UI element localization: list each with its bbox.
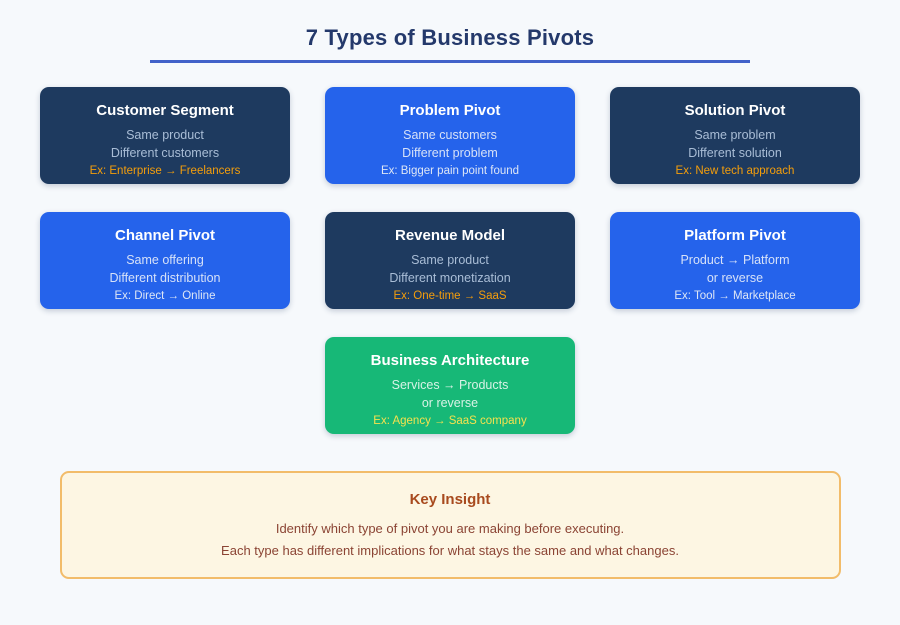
card-title: Revenue Model <box>394 227 506 244</box>
card-platform-pivot: Platform Pivot Product → Platform or rev… <box>610 212 860 309</box>
card-line: Product → Platform <box>680 253 790 267</box>
card-line: Different problem <box>402 146 498 160</box>
card-line: Different solution <box>688 146 782 160</box>
card-example: Ex: Agency → SaaS company <box>373 415 527 427</box>
card-line: or reverse <box>421 396 479 410</box>
card-example: Ex: One-time → SaaS <box>393 290 507 302</box>
card-line: Different monetization <box>389 271 511 285</box>
card-channel-pivot: Channel Pivot Same offering Different di… <box>40 212 290 309</box>
card-example: Ex: Tool → Marketplace <box>674 290 796 302</box>
card-title: Platform Pivot <box>684 227 786 244</box>
key-insight-box: Key Insight Identify which type of pivot… <box>59 471 841 579</box>
key-insight-title: Key Insight <box>409 491 491 508</box>
card-example: Ex: Bigger pain point found <box>380 165 520 177</box>
key-insight-line: Each type has different implications for… <box>221 542 679 558</box>
key-insight-line: Identify which type of pivot you are mak… <box>275 521 625 536</box>
card-line: Same product <box>411 253 489 267</box>
card-title: Customer Segment <box>96 102 234 119</box>
title-underline <box>150 60 750 63</box>
page: 7 Types of Business Pivots Customer Segm… <box>0 25 900 625</box>
card-line: Same offering <box>126 253 204 267</box>
card-title: Solution Pivot <box>684 102 786 119</box>
card-example: Ex: New tech approach <box>675 165 795 177</box>
card-solution-pivot: Solution Pivot Same problem Different so… <box>610 87 860 184</box>
card-line: Same customers <box>403 128 497 142</box>
card-problem-pivot: Problem Pivot Same customers Different p… <box>325 87 575 184</box>
card-example: Ex: Direct → Online <box>114 290 216 302</box>
card-customer-segment: Customer Segment Same product Different … <box>40 87 290 184</box>
page-title: 7 Types of Business Pivots <box>305 25 595 50</box>
pivot-grid: Customer Segment Same product Different … <box>40 87 860 434</box>
card-title: Channel Pivot <box>114 227 215 244</box>
card-line: Different distribution <box>109 271 221 285</box>
card-line: Same problem <box>694 128 776 142</box>
card-line: Services → Products <box>391 378 509 392</box>
card-line: or reverse <box>706 271 764 285</box>
card-title: Problem Pivot <box>399 102 501 119</box>
card-line: Same product <box>126 128 204 142</box>
card-line: Different customers <box>110 146 220 160</box>
card-business-architecture: Business Architecture Services → Product… <box>325 337 575 434</box>
card-example: Ex: Enterprise → Freelancers <box>89 165 241 177</box>
card-revenue-model: Revenue Model Same product Different mon… <box>325 212 575 309</box>
card-title: Business Architecture <box>370 352 530 369</box>
